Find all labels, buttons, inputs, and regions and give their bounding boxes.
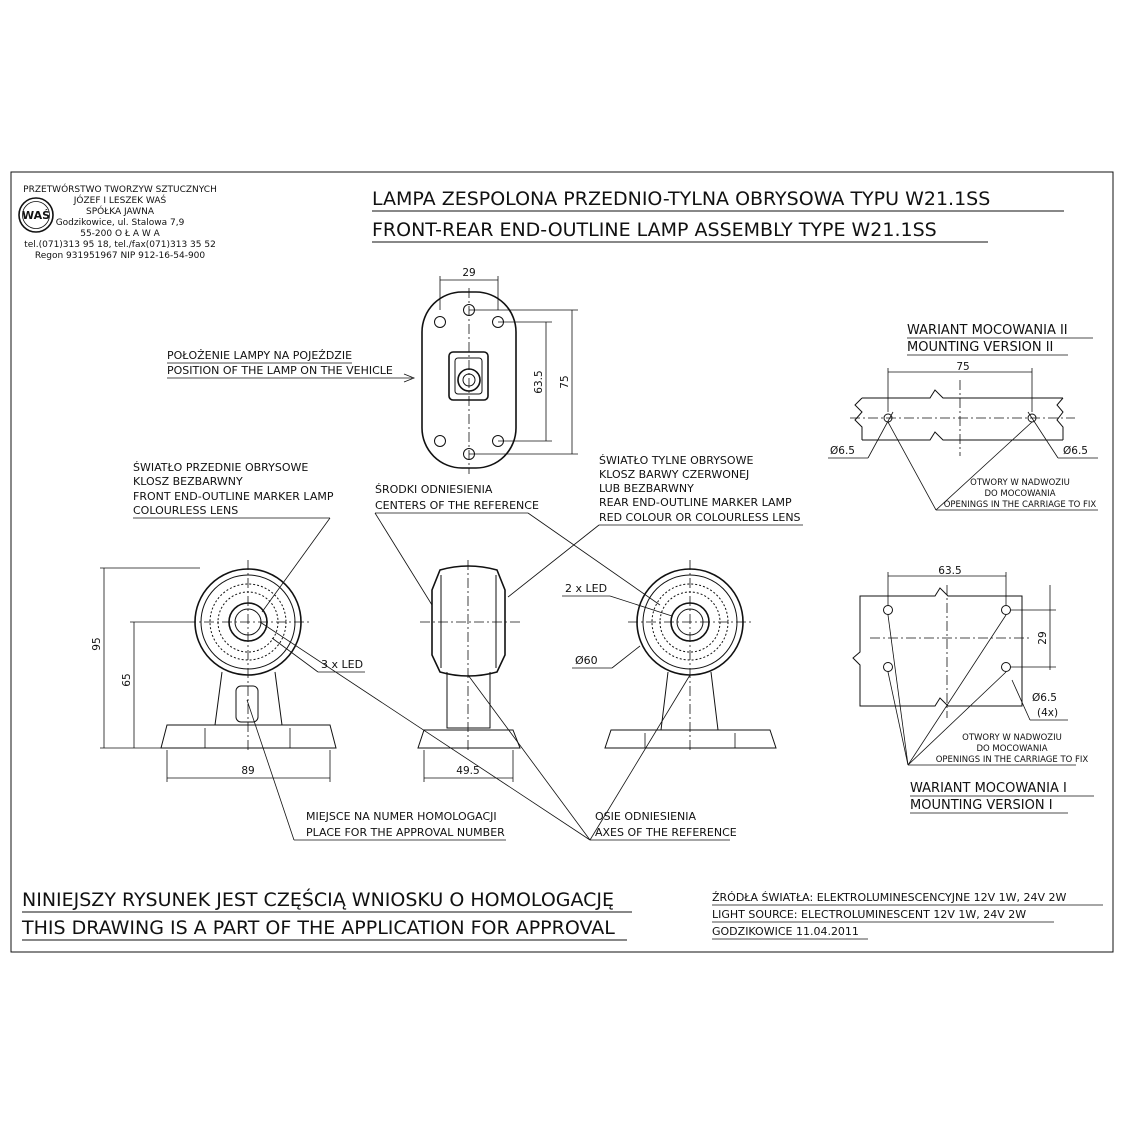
rear-lamp-label-1: ŚWIATŁO TYLNE OBRYSOWE	[599, 454, 753, 467]
rear-led-label: 2 x LED	[565, 582, 607, 595]
mounting2-dim-span: 75	[956, 361, 969, 373]
dim-front-height: 95	[91, 637, 103, 650]
mounting2-title-polish: WARIANT MOCOWANIA II	[907, 323, 1068, 338]
mounting2-hole-right: Ø6.5	[1063, 445, 1088, 457]
dim-front-base: 89	[241, 765, 254, 777]
front-lamp-label-1: ŚWIATŁO PRZEDNIE OBRYSOWE	[133, 461, 308, 474]
company-line5: 55-200 O Ł A W A	[80, 229, 160, 239]
top-view: 29 63.5 75 POŁOŻENIE LAMPY NA POJEŹDZIE …	[167, 267, 578, 474]
mounting1-title-polish: WARIANT MOCOWANIA I	[910, 781, 1067, 796]
dim-front-axis: 65	[121, 673, 133, 686]
company-line6: tel.(071)313 95 18, tel./fax(071)313 35 …	[24, 240, 216, 250]
front-led-label: 3 x LED	[321, 658, 363, 671]
company-line1: PRZETWÓRSTWO TWORZYW SZTUCZNYCH	[23, 183, 217, 195]
mounting1-title-english: MOUNTING VERSION I	[910, 798, 1053, 813]
mounting2-title-english: MOUNTING VERSION II	[907, 340, 1053, 355]
mounting1-note-2: DO MOCOWANIA	[976, 744, 1047, 754]
company-line4: Godzikowice, ul. Stalowa 7,9	[56, 218, 185, 228]
approval-callout: MIEJSCE NA NUMER HOMOLOGACJI PLACE FOR T…	[246, 699, 506, 841]
title-polish: LAMPA ZESPOLONA PRZEDNIO-TYLNA OBRYSOWA …	[372, 188, 990, 210]
rear-lamp-view: 2 x LED Ø60 ŚWIATŁO TYLNE OBRYSOWE KLOSZ…	[507, 454, 803, 752]
dim-top-width: 29	[462, 267, 475, 279]
footer-english: THIS DRAWING IS A PART OF THE APPLICATIO…	[21, 917, 615, 939]
rear-lamp-label-2: KLOSZ BARWY CZERWONEJ	[599, 468, 749, 481]
company-line2: JÓZEF I LESZEK WAŚ	[73, 194, 167, 206]
mounting1-hole-count: (4x)	[1037, 707, 1058, 719]
rear-lamp-label-5: RED COLOUR OR COLOURLESS LENS	[599, 511, 801, 524]
front-lamp-view: 95 65 89 3 x LED ŚWIATŁO PRZEDNIE OBRYSO…	[91, 461, 365, 782]
mounting1-hole: Ø6.5	[1032, 692, 1057, 704]
centers-label-polish: ŚRODKI ODNIESIENIA	[375, 483, 493, 496]
dim-top-inner: 63.5	[533, 370, 545, 393]
company-logo-text: WAŚ	[22, 209, 50, 222]
drawing-date: GODZIKOWICE 11.04.2011	[712, 925, 859, 938]
company-block: WAŚ PRZETWÓRSTWO TWORZYW SZTUCZNYCH JÓZE…	[18, 183, 217, 261]
mounting1-dim-span: 63.5	[938, 565, 961, 577]
dim-top-outer: 75	[559, 375, 571, 388]
position-label-english: POSITION OF THE LAMP ON THE VEHICLE	[167, 364, 393, 377]
sheet-frame	[10, 171, 1114, 953]
front-lamp-label-3: FRONT END-OUTLINE MARKER LAMP	[133, 490, 334, 503]
footer-polish: NINIEJSZY RYSUNEK JEST CZĘŚCIĄ WNIOSKU O…	[22, 887, 614, 911]
mounting2-note-2: DO MOCOWANIA	[984, 489, 1055, 499]
company-logo: WAŚ	[18, 197, 54, 233]
mounting-version-2: WARIANT MOCOWANIA II MOUNTING VERSION II…	[828, 323, 1098, 511]
approval-label-polish: MIEJSCE NA NUMER HOMOLOGACJI	[306, 810, 497, 823]
mounting1-dim-vertical: 29	[1037, 631, 1049, 644]
mounting2-hole-left: Ø6.5	[830, 445, 855, 457]
mounting1-note-1: OTWORY W NADWOZIU	[962, 733, 1062, 743]
position-label-polish: POŁOŻENIE LAMPY NA POJEŹDZIE	[167, 349, 352, 362]
company-line7: Regon 931951967 NIP 912-16-54-900	[35, 251, 206, 261]
side-lamp-view: 49.5 ŚRODKI ODNIESIENIA CENTERS OF THE R…	[374, 483, 661, 782]
title-english: FRONT-REAR END-OUTLINE LAMP ASSEMBLY TYP…	[372, 219, 937, 241]
rear-diameter-label: Ø60	[575, 654, 598, 667]
front-lamp-label-2: KLOSZ BEZBARWNY	[133, 475, 243, 488]
rear-lamp-label-3: LUB BEZBARWNY	[599, 482, 694, 495]
rear-lamp-label-4: REAR END-OUTLINE MARKER LAMP	[599, 496, 792, 509]
light-source-english: LIGHT SOURCE: ELECTROLUMINESCENT 12V 1W,…	[712, 908, 1026, 921]
mounting-version-1: 63.5 29 Ø6.5 (4x) OTWORY W NADWOZIU DO M…	[852, 565, 1094, 814]
light-source-polish: ŹRÓDŁA ŚWIATŁA: ELEKTROLUMINESCENCYJNE 1…	[712, 891, 1067, 904]
dim-side-base: 49.5	[456, 765, 479, 777]
mounting2-note-3: OPENINGS IN THE CARRIAGE TO FIX	[944, 500, 1097, 510]
front-lamp-label-4: COLOURLESS LENS	[133, 504, 238, 517]
approval-label-english: PLACE FOR THE APPROVAL NUMBER	[306, 826, 505, 839]
mounting2-note-1: OTWORY W NADWOZIU	[970, 478, 1070, 488]
company-line3: SPÓŁKA JAWNA	[86, 205, 155, 217]
axes-label-english: AXES OF THE REFERENCE	[595, 826, 737, 839]
centers-label-english: CENTERS OF THE REFERENCE	[375, 499, 539, 512]
mounting1-note-3: OPENINGS IN THE CARRIAGE TO FIX	[936, 755, 1089, 765]
axes-label-polish: OSIE ODNIESIENIA	[595, 810, 697, 823]
axes-callout: OSIE ODNIESIENIA AXES OF THE REFERENCE	[259, 621, 737, 841]
